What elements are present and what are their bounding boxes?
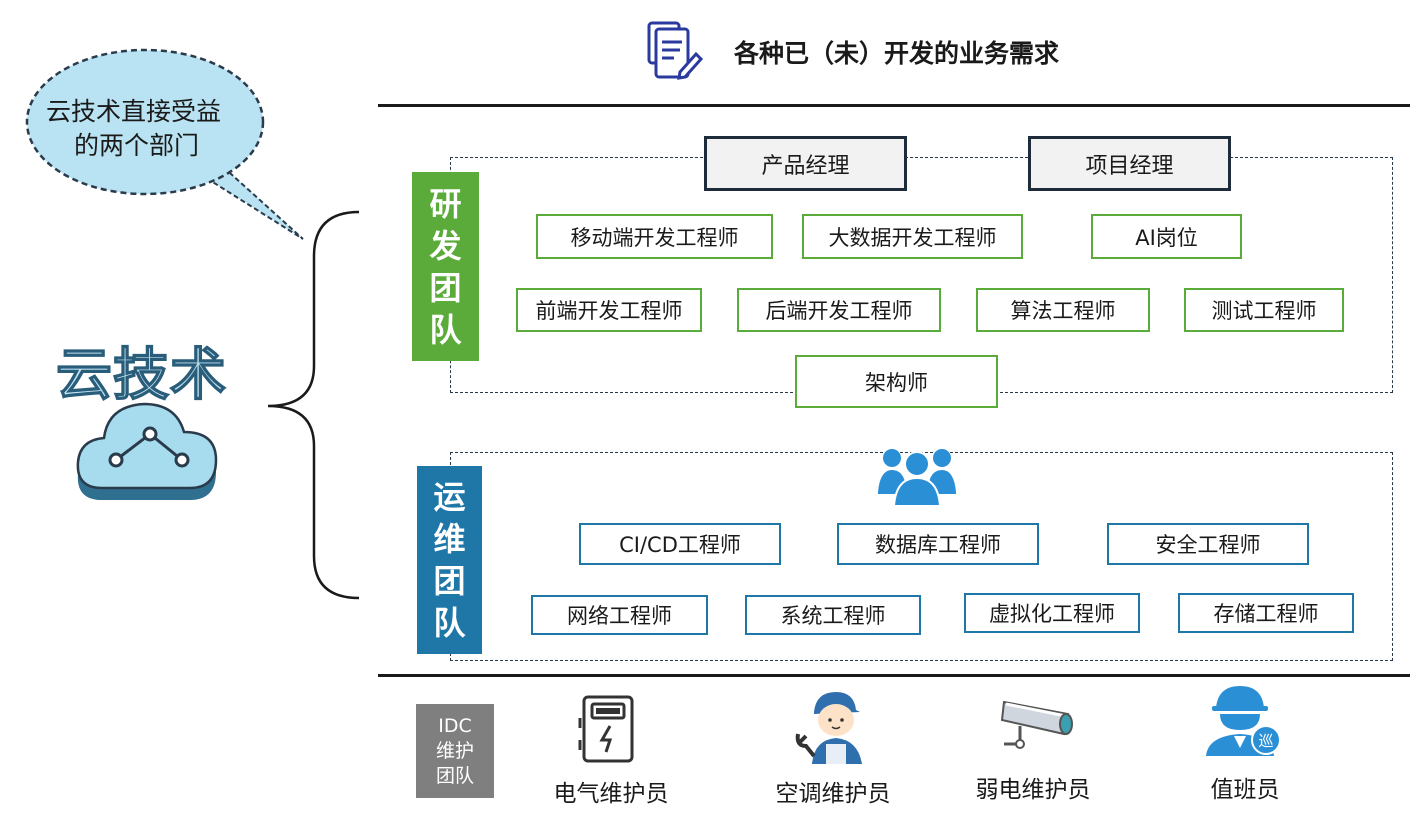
role-architect: 架构师: [795, 355, 998, 408]
speech-bubble: [25, 48, 304, 240]
idc-member-lowvoltage: 弱电维护员: [975, 777, 1091, 803]
callout-text-line2: 的两个部门: [74, 131, 200, 160]
bottom-divider: [378, 674, 1410, 677]
callout-text-line1: 云技术直接受益: [46, 97, 222, 126]
curly-brace: [267, 210, 360, 600]
people-group-icon: [878, 449, 956, 507]
role-ai: AI岗位: [1091, 214, 1242, 259]
role-security: 安全工程师: [1107, 523, 1309, 565]
cctv-camera-icon: [1000, 700, 1073, 749]
idc-member-duty: 值班员: [1210, 777, 1280, 803]
idc-team-label: IDC 维护 团队: [416, 704, 494, 798]
role-backend-dev: 后端开发工程师: [737, 288, 941, 332]
role-frontend-dev: 前端开发工程师: [516, 288, 702, 332]
role-test: 测试工程师: [1184, 288, 1344, 332]
rd-team-label: 研 发 团 队: [412, 172, 479, 361]
role-network: 网络工程师: [531, 595, 708, 635]
page-title: 各种已（未）开发的业务需求: [734, 39, 1060, 68]
top-divider: [378, 104, 1410, 107]
role-database: 数据库工程师: [837, 523, 1039, 565]
document-edit-icon: [647, 21, 704, 80]
role-virtualization: 虚拟化工程师: [964, 593, 1140, 633]
technician-icon: [795, 692, 862, 764]
cloud-title: 云技术: [55, 342, 227, 409]
patrol-guard-icon: 巡: [1206, 686, 1281, 756]
patrol-badge-glyph: 巡: [1258, 732, 1273, 750]
idc-member-electrical: 电气维护员: [553, 781, 669, 807]
cloud-icon: [76, 402, 218, 500]
role-project-manager: 项目经理: [1028, 136, 1231, 191]
role-product-manager: 产品经理: [704, 136, 907, 191]
role-cicd: CI/CD工程师: [579, 523, 781, 565]
header-icon: [646, 20, 704, 82]
role-bigdata-dev: 大数据开发工程师: [802, 214, 1023, 259]
role-system: 系统工程师: [745, 595, 921, 635]
electrical-cabinet-icon: [578, 695, 634, 763]
role-mobile-dev: 移动端开发工程师: [536, 214, 773, 259]
idc-member-aircon: 空调维护员: [775, 781, 891, 807]
role-algorithm: 算法工程师: [976, 288, 1150, 332]
ops-team-label: 运 维 团 队: [417, 466, 482, 654]
role-storage: 存储工程师: [1178, 593, 1354, 633]
